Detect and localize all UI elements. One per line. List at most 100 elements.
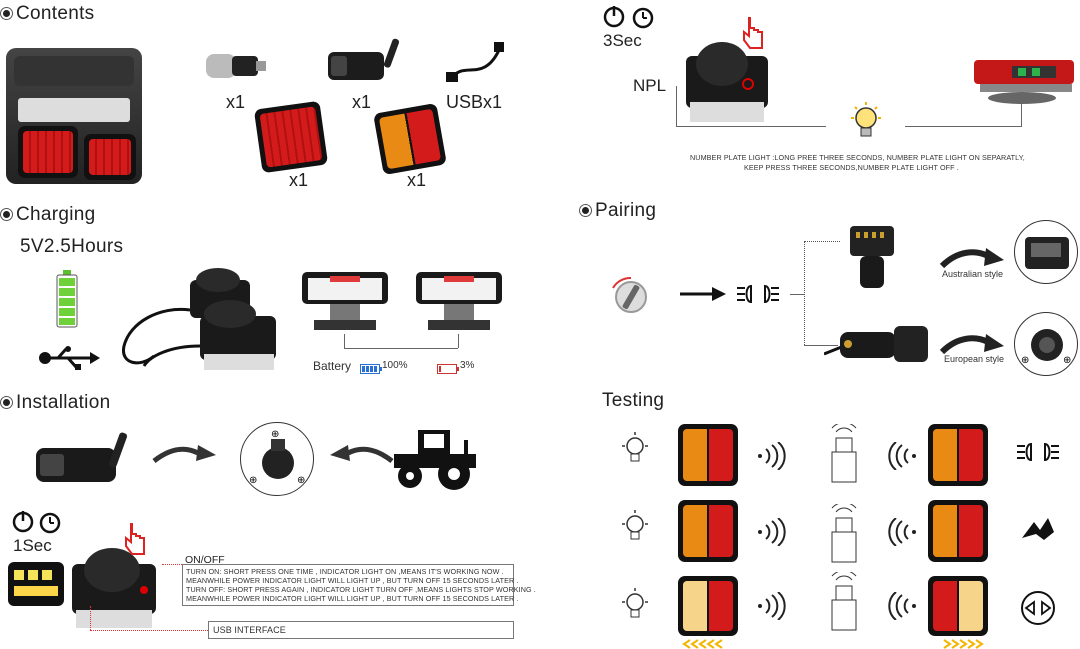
amber-lamp-image — [373, 102, 447, 176]
red-lamp-image — [253, 100, 329, 174]
svg-text:⊕: ⊕ — [1021, 355, 1029, 366]
onoff-line3: TURN OFF: SHORT PRESS AGAIN , INDICATOR … — [186, 585, 536, 594]
receiver-unit-image — [70, 544, 158, 630]
bulb-icon — [618, 430, 652, 470]
usb-interface-box: USB INTERFACE — [208, 621, 514, 639]
signal-in-icon — [888, 591, 918, 621]
contents-title: Contents — [16, 3, 95, 24]
bulb-icon — [618, 508, 652, 548]
charging-time: 5V2.5Hours — [20, 236, 124, 257]
pairing-knob-icon — [605, 276, 653, 314]
contents-heading: Contents — [3, 3, 94, 25]
onoff-line2: MEANWHILE POWER INDICATOR LIGHT WILL LIG… — [186, 576, 519, 585]
european-style-label: European style — [944, 354, 1005, 364]
carry-case-image — [6, 48, 142, 184]
test-lamp-indicator — [678, 576, 738, 636]
charging-heading: Charging — [3, 204, 96, 226]
battery-low-icon — [437, 361, 459, 374]
usb-interface-label: USB INTERFACE — [213, 625, 286, 635]
signal-in-icon — [888, 517, 918, 547]
australian-socket-image — [1014, 220, 1078, 284]
onoff-line4: MEANWHILE POWER INDICATOR LIGHT WILL LIG… — [186, 594, 519, 603]
npl-note-line1: NUMBER PLATE LIGHT :LONG PREE THREE SECO… — [690, 153, 1025, 162]
australian-style-label: Australian style — [942, 269, 1004, 279]
pointing-hand-icon — [740, 16, 766, 50]
onoff-instructions-box: TURN ON: SHORT PRESS ONE TIME , INDICATO… — [182, 564, 536, 606]
headlight-icon — [736, 282, 780, 306]
australian-plug-image — [846, 222, 898, 292]
bullet-icon — [3, 399, 10, 407]
test-lamp-tail — [678, 424, 738, 486]
arrow-right-icon — [680, 286, 726, 302]
receiver-plug-large-image — [34, 430, 130, 486]
yellow-chevrons-right-icon — [934, 636, 984, 649]
result-lamp-2 — [928, 500, 988, 562]
trailer-socket-image: ⊕ ⊕ ⊕ — [240, 422, 314, 496]
signal-out-icon — [756, 591, 786, 621]
transmitter-plug-icon — [826, 422, 862, 486]
curved-arrow-right-icon — [152, 443, 216, 465]
battery-label: Battery — [313, 359, 352, 373]
onoff-title: ON/OFF — [185, 554, 225, 566]
power-timer-icon — [603, 4, 655, 30]
test-lamp-brake — [678, 500, 738, 562]
testing-title: Testing — [602, 390, 665, 411]
npl-label: NPL — [633, 76, 667, 95]
bulb-icon — [846, 100, 886, 144]
receiver-quantity: x1 — [352, 92, 372, 112]
curved-arrow-left-icon — [330, 443, 394, 465]
installation-title: Installation — [16, 392, 111, 413]
receiver-unit-image — [684, 36, 770, 126]
pointing-hand-icon — [122, 522, 148, 556]
headlight-icon — [1016, 440, 1060, 464]
npl-time: 3Sec — [603, 31, 642, 50]
usb-cable-image — [444, 40, 508, 86]
result-lamp-1 — [928, 424, 988, 486]
transmitter-plug-icon — [826, 570, 862, 634]
result-lamp-3 — [928, 576, 988, 636]
european-socket-image: ⊕⊕ — [1014, 312, 1078, 376]
curved-arrow-icon — [939, 330, 1004, 356]
european-plug-image — [823, 318, 930, 366]
npl-note-line2: KEEP PRESS THREE SECONDS,NUMBER PLATE LI… — [744, 163, 959, 172]
brake-icon — [1018, 514, 1058, 544]
bullet-icon — [582, 207, 589, 215]
lamp-front-image-2 — [414, 270, 504, 334]
usb-quantity: USBx1 — [446, 92, 503, 112]
bullet-icon — [3, 10, 10, 18]
pairing-heading: Pairing — [582, 200, 656, 222]
usb-icon — [38, 345, 100, 371]
battery-full-value: 100% — [382, 360, 408, 371]
transmitter-plug-icon — [826, 502, 862, 566]
lamp1-quantity: x1 — [289, 170, 309, 190]
tractor-icon — [392, 426, 478, 492]
bullet-icon — [3, 211, 10, 219]
yellow-chevrons-left-icon — [682, 636, 732, 649]
plug-quantity: x1 — [226, 92, 246, 112]
svg-text:⊕: ⊕ — [297, 475, 305, 486]
onoff-time: 1Sec — [13, 536, 52, 555]
bulb-icon — [618, 586, 652, 626]
svg-text:⊕: ⊕ — [249, 475, 257, 486]
svg-text:⊕: ⊕ — [271, 429, 279, 440]
indicator-arrows-icon — [1020, 590, 1056, 626]
signal-out-icon — [756, 517, 786, 547]
signal-in-icon — [888, 441, 918, 471]
power-timer-icon — [12, 509, 62, 535]
indicator-closeup-image — [8, 562, 64, 606]
charging-units-image — [120, 266, 280, 378]
cigarette-plug-image — [204, 46, 268, 84]
signal-out-icon — [756, 441, 786, 471]
lamp2-quantity: x1 — [407, 170, 427, 190]
svg-text:⊕: ⊕ — [1063, 355, 1071, 366]
battery-full-icon — [56, 270, 78, 328]
number-plate-lamp-image — [972, 54, 1076, 110]
lamp-front-image-1 — [300, 270, 390, 334]
charging-title: Charging — [16, 204, 96, 225]
receiver-plug-image — [326, 36, 404, 84]
battery-full-small-icon — [360, 361, 382, 374]
curved-arrow-icon — [939, 244, 1004, 270]
battery-low-value: 3% — [460, 360, 475, 371]
pairing-title: Pairing — [595, 200, 657, 221]
installation-heading: Installation — [3, 392, 110, 414]
